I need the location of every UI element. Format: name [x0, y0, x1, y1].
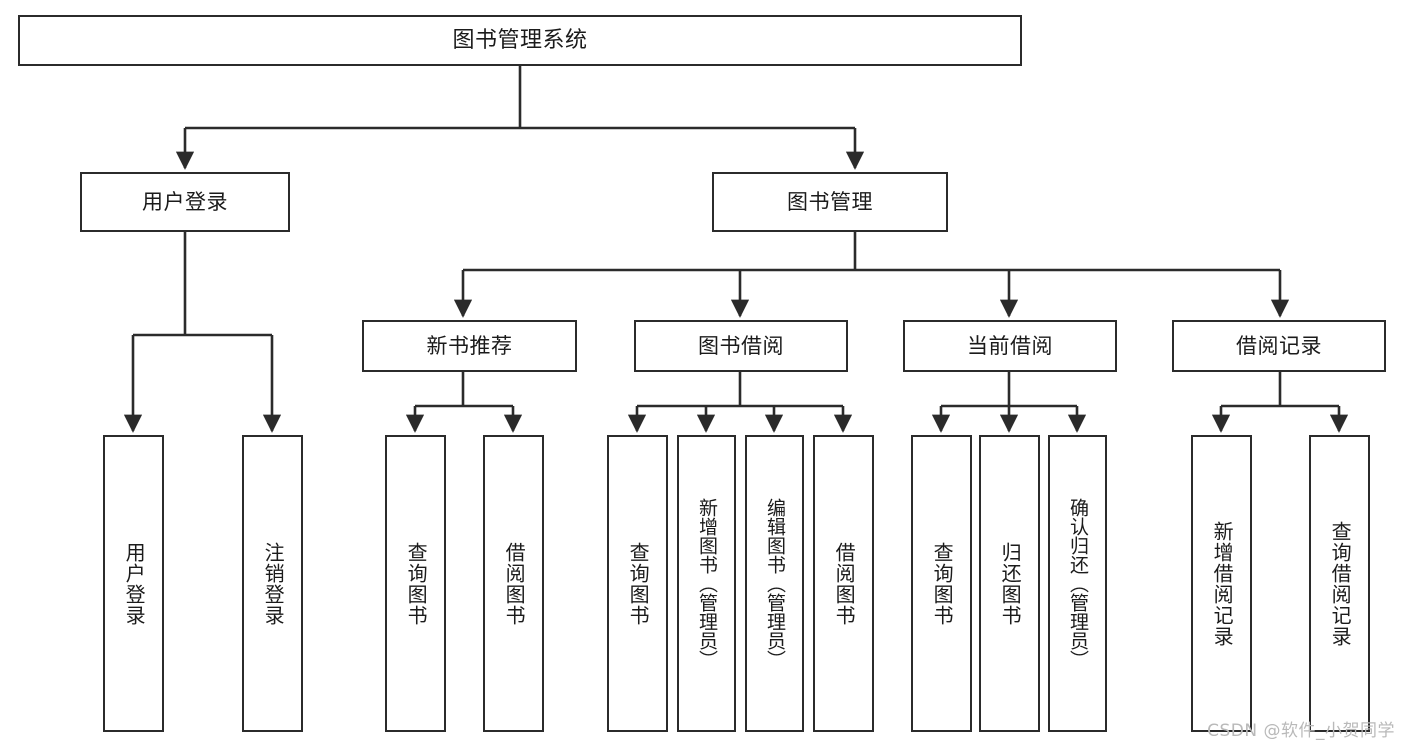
leaf-current-confirm-return-admin-label: 确认归还（管理员）: [1067, 498, 1089, 669]
leaf-record-add-record-label: 新增借阅记录: [1210, 520, 1235, 647]
leaf-borrow-borrow-book[interactable]: 借阅图书: [813, 435, 874, 732]
leaf-user-login-login[interactable]: 用户登录: [103, 435, 164, 732]
node-borrow-record[interactable]: 借阅记录: [1172, 320, 1386, 372]
leaf-record-query-record[interactable]: 查询借阅记录: [1309, 435, 1370, 732]
node-root[interactable]: 图书管理系统: [18, 15, 1022, 66]
leaf-current-confirm-return-admin[interactable]: 确认归还（管理员）: [1048, 435, 1107, 732]
node-user-login[interactable]: 用户登录: [80, 172, 290, 232]
leaf-recommend-query-book-label: 查询图书: [404, 541, 429, 626]
leaf-borrow-borrow-book-label: 借阅图书: [832, 541, 857, 626]
leaf-borrow-edit-book-admin-label: 编辑图书（管理员）: [764, 498, 786, 669]
node-new-book-recommend[interactable]: 新书推荐: [362, 320, 577, 372]
leaf-recommend-query-book[interactable]: 查询图书: [385, 435, 446, 732]
leaf-record-add-record[interactable]: 新增借阅记录: [1191, 435, 1252, 732]
leaf-record-query-record-label: 查询借阅记录: [1328, 520, 1353, 647]
node-book-borrow-label: 图书借阅: [698, 333, 784, 358]
leaf-current-query-book[interactable]: 查询图书: [911, 435, 972, 732]
node-book-management-label: 图书管理: [787, 189, 873, 214]
leaf-borrow-edit-book-admin[interactable]: 编辑图书（管理员）: [745, 435, 804, 732]
node-current-borrow-label: 当前借阅: [967, 333, 1053, 358]
node-root-label: 图书管理系统: [452, 27, 588, 53]
leaf-recommend-borrow-book[interactable]: 借阅图书: [483, 435, 544, 732]
node-user-login-label: 用户登录: [142, 189, 228, 214]
node-book-management[interactable]: 图书管理: [712, 172, 948, 232]
leaf-user-login-logout[interactable]: 注销登录: [242, 435, 303, 732]
leaf-borrow-add-book-admin[interactable]: 新增图书（管理员）: [677, 435, 736, 732]
leaf-borrow-query-book-label: 查询图书: [626, 541, 651, 626]
leaf-current-return-book[interactable]: 归还图书: [979, 435, 1040, 732]
leaf-current-return-book-label: 归还图书: [998, 541, 1023, 626]
leaf-borrow-query-book[interactable]: 查询图书: [607, 435, 668, 732]
leaf-current-query-book-label: 查询图书: [930, 541, 955, 626]
node-borrow-record-label: 借阅记录: [1236, 333, 1322, 358]
leaf-user-login-logout-label: 注销登录: [261, 541, 286, 626]
leaf-recommend-borrow-book-label: 借阅图书: [502, 541, 527, 626]
leaf-user-login-login-label: 用户登录: [122, 541, 147, 626]
node-new-book-recommend-label: 新书推荐: [426, 333, 513, 358]
csdn-watermark: CSDN @软件_小贺同学: [1207, 721, 1395, 741]
node-book-borrow[interactable]: 图书借阅: [634, 320, 848, 372]
node-current-borrow[interactable]: 当前借阅: [903, 320, 1117, 372]
leaf-borrow-add-book-admin-label: 新增图书（管理员）: [696, 498, 718, 669]
